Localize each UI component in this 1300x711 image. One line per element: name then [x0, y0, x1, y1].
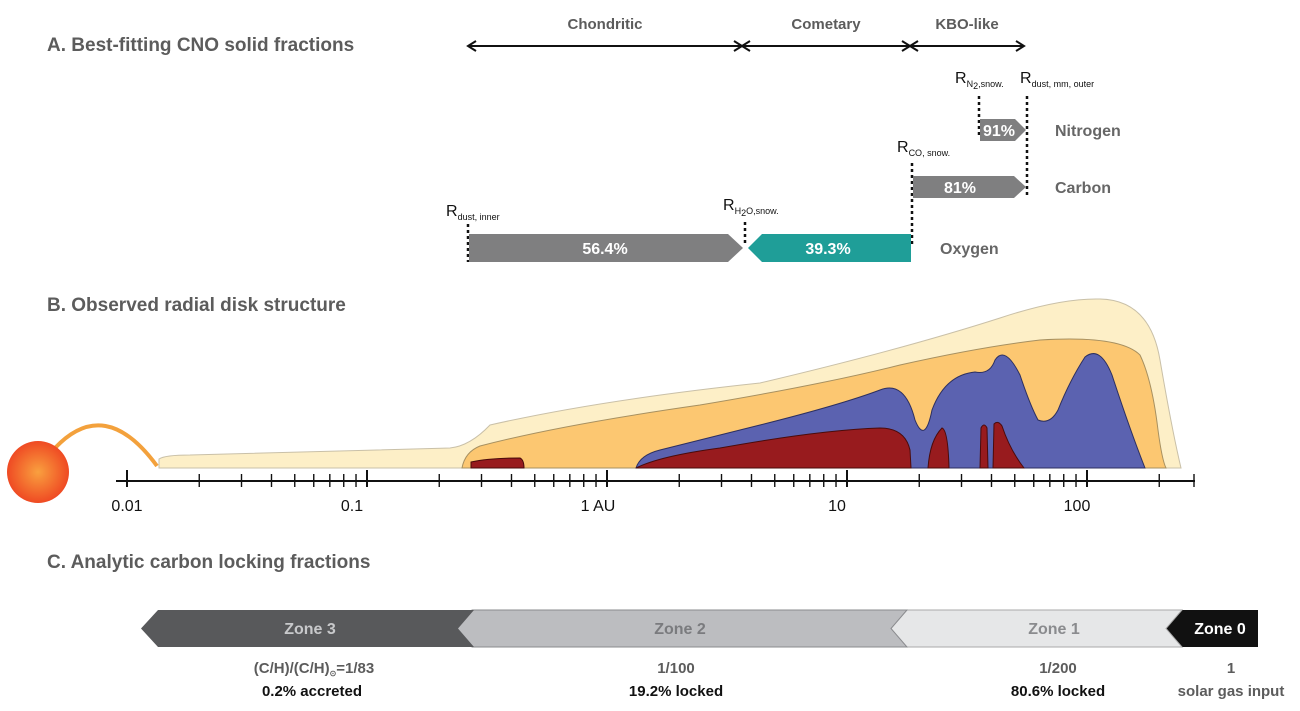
arrowhead: [740, 40, 751, 52]
oxygen-outer-fraction: 39.3%: [805, 241, 850, 258]
zone-3-bar: [141, 610, 474, 647]
carbon-label: Carbon: [1055, 180, 1111, 197]
disk-ring-3: [992, 421, 1026, 469]
zone-0-ratio: 1: [1227, 660, 1235, 677]
zone-3-label: Zone 3: [284, 621, 336, 638]
tick-label-10: 10: [828, 498, 846, 515]
zone-1-ratio: 1/200: [1039, 660, 1077, 677]
nitrogen-bar: [980, 119, 1026, 141]
tick-label-100: 100: [1064, 498, 1091, 515]
group-label-cometary: Cometary: [791, 16, 861, 33]
star-icon: [7, 441, 69, 503]
tick-label-0-01: 0.01: [111, 498, 142, 515]
section-a-title: A. Best-fitting CNO solid fractions: [47, 35, 354, 56]
arrowhead: [908, 40, 919, 52]
group-label-kbo: KBO-like: [935, 16, 998, 33]
zone-0-bar: [1164, 610, 1258, 647]
radius-dust-inner-label: Rdust, inner: [446, 203, 500, 222]
arrowhead-left: [466, 40, 477, 52]
tick-label-1au: 1 AU: [581, 498, 616, 515]
zone-3-ratio: (C/H)/(C/H)⊙=1/83: [254, 660, 375, 678]
disk-ring-innermost: [470, 457, 525, 469]
nitrogen-label: Nitrogen: [1055, 123, 1121, 140]
zone-1-label: Zone 1: [1028, 621, 1080, 638]
disk-ring-2: [979, 424, 989, 469]
radius-n2-snowline-label: RN2,snow.: [955, 70, 1004, 91]
star-arc: [53, 423, 159, 468]
radius-dust-outer-label: Rdust, mm, outer: [1020, 70, 1094, 89]
radius-axis: [116, 470, 1195, 487]
disk-ring-1: [927, 427, 950, 469]
zone-0-label: Zone 0: [1194, 621, 1246, 638]
group-arrows: [466, 40, 1026, 52]
tick-label-0-1: 0.1: [341, 498, 363, 515]
oxygen-inner-bar: [469, 234, 743, 262]
oxygen-inner-fraction: 56.4%: [582, 241, 627, 258]
disk-ring-inner: [635, 427, 912, 469]
radius-h2o-snowline-label: RH2O,snow.: [723, 197, 779, 218]
group-label-chondritic: Chondritic: [568, 16, 643, 33]
oxygen-label: Oxygen: [940, 241, 999, 258]
section-b-title: B. Observed radial disk structure: [47, 295, 346, 316]
zone-3-desc: 0.2% accreted: [262, 683, 362, 700]
zone-2-label: Zone 2: [654, 621, 706, 638]
radius-markers: [466, 96, 1029, 262]
disk-mm-dust-layer: [635, 353, 1146, 469]
zone-2-ratio: 1/100: [657, 660, 695, 677]
oxygen-outer-bar: [748, 234, 911, 262]
carbon-bar: [913, 176, 1026, 198]
carbon-fraction: 81%: [944, 180, 976, 197]
section-c-title: C. Analytic carbon locking fractions: [47, 552, 370, 573]
arrowhead-right: [1015, 40, 1026, 52]
zone-0-desc: solar gas input: [1178, 683, 1285, 700]
radius-co-snowline-label: RCO, snow.: [897, 139, 950, 158]
zone-2-desc: 19.2% locked: [629, 683, 723, 700]
nitrogen-fraction: 91%: [983, 123, 1015, 140]
zone-1-desc: 80.6% locked: [1011, 683, 1105, 700]
